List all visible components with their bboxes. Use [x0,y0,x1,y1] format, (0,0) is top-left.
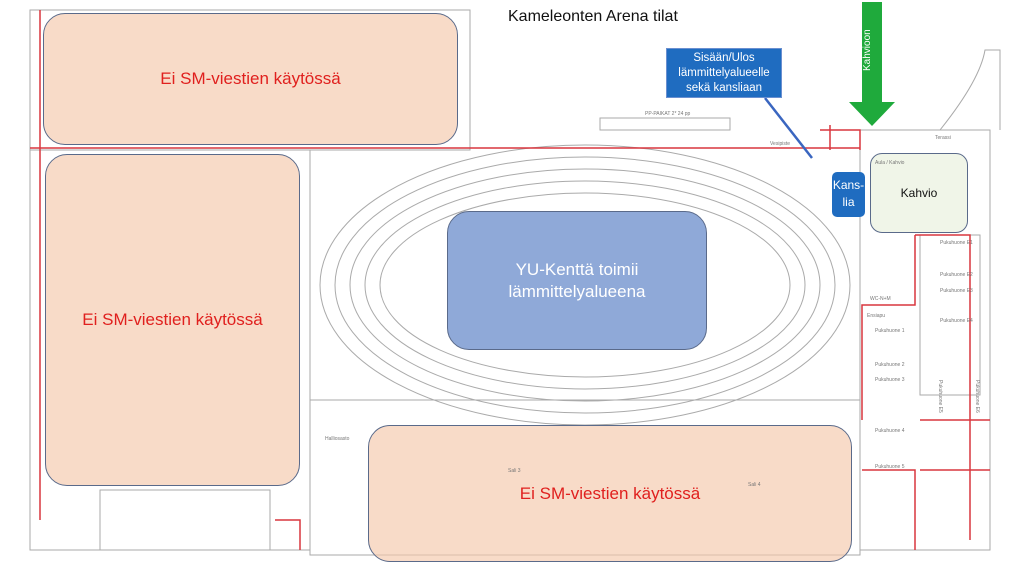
room-label: Pukuhuone E6 [974,380,980,413]
room-label: Pukuhuone 4 [875,428,905,434]
field-label-2: lämmittelyalueena [508,281,646,301]
room-label: Pukuhuone 5 [875,464,905,470]
room-label: Halliosasto [325,436,350,442]
map-title: Kameleonten Arena tilat [508,8,678,25]
room-label: Pukuhuone E3 [940,288,973,294]
room-label: Pukuhuone E2 [940,272,973,278]
kahvio-area: Kahvio [870,153,968,233]
zone-label: Ei SM-viestien käytössä [160,69,341,88]
zone-mid-left: Ei SM-viestien käytössä [45,154,300,486]
zone-label: Ei SM-viestien käytössä [82,310,263,329]
zone-bottom: Ei SM-viestien käytössä [368,425,852,562]
room-label: Pukuhuone 3 [875,377,905,383]
room-label: Sali 4 [748,482,761,488]
room-label: Aula / Kahvio [875,160,905,166]
zone-top-left: Ei SM-viestien käytössä [43,13,458,145]
kanslia-marker: Kans-lia [832,172,865,217]
room-label: Pukuhuone 2 [875,362,905,368]
kanslia-label-1: Kans- [832,178,865,192]
room-label: Pukuhuone 1 [875,328,905,334]
room-label: Pukuhuone E4 [940,318,973,324]
kanslia-label-2: lia [842,195,855,209]
entrance-callout: Sisään/Ulos lämmittelyalueelle sekä kans… [666,48,782,98]
room-label: PP-PAIKAT 2* 24 pp [645,111,691,117]
room-label: Terassi [935,135,951,141]
arrow-label: Kahvioon [862,29,873,71]
arrow-down-icon [849,2,895,126]
room-label: WC-N+M [870,296,891,302]
room-label: Pukuhuone E1 [940,240,973,246]
room-label: Pukuhuone E5 [937,380,943,413]
room-label: Sali 3 [508,468,521,474]
room-label: Ensiapu [867,313,886,319]
room-label: Vesipiste [770,141,791,147]
field-label-1: YU-Kenttä toimii [515,259,639,279]
zone-label: Ei SM-viestien käytössä [519,483,701,503]
